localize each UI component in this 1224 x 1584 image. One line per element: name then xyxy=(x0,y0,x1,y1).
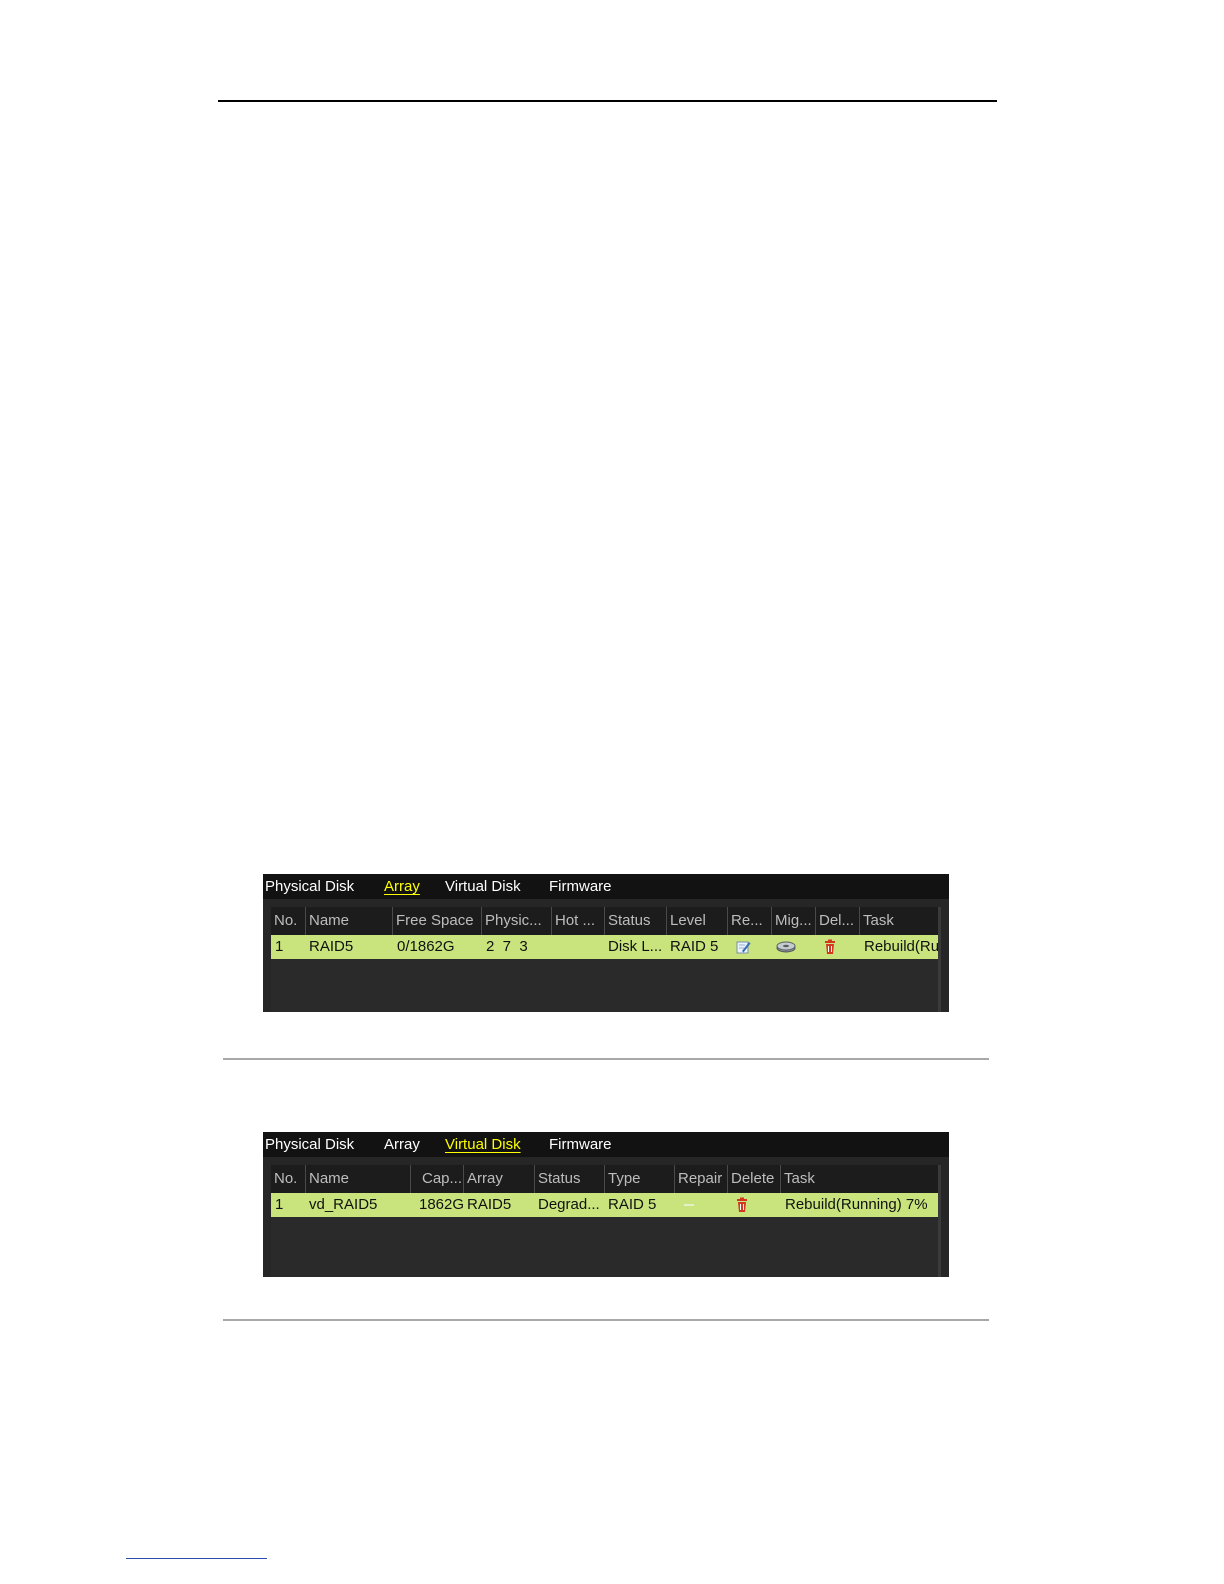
cell-name: vd_RAID5 xyxy=(309,1196,378,1213)
tab-array[interactable]: Array xyxy=(384,1136,420,1153)
cell-level: RAID 5 xyxy=(670,938,719,955)
cell-array: RAID5 xyxy=(467,1196,512,1213)
col-level[interactable]: Level xyxy=(666,907,727,935)
col-repair[interactable]: Repair xyxy=(674,1165,727,1193)
tab-firmware[interactable]: Firmware xyxy=(549,1136,612,1153)
tab-virtual-disk[interactable]: Virtual Disk xyxy=(445,1136,521,1153)
cell-capacity: 1862G xyxy=(419,1196,465,1213)
col-hot-spare[interactable]: Hot ... xyxy=(551,907,604,935)
col-task[interactable]: Task xyxy=(859,907,938,935)
cell-task: Rebuild(Ru xyxy=(864,938,938,955)
edit-icon[interactable] xyxy=(735,939,751,955)
col-name[interactable]: Name xyxy=(305,1165,410,1193)
tab-bar: Physical Disk Array Virtual Disk Firmwar… xyxy=(263,1132,949,1157)
table-header: No. Name Cap... Array Status Type Repair… xyxy=(271,1165,938,1193)
table-row[interactable]: 1 RAID5 0/1862G 2 7 3 Disk L... RAID 5 xyxy=(271,935,938,959)
array-screenshot-panel: Physical Disk Array Virtual Disk Firmwar… xyxy=(263,874,949,1012)
table-scroll-edge xyxy=(938,907,941,1012)
tab-virtual-disk[interactable]: Virtual Disk xyxy=(445,878,521,895)
tab-bar: Physical Disk Array Virtual Disk Firmwar… xyxy=(263,874,949,899)
cell-no: 1 xyxy=(275,938,284,955)
col-physical[interactable]: Physic... xyxy=(481,907,551,935)
tab-physical-disk[interactable]: Physical Disk xyxy=(265,1136,355,1153)
col-capacity[interactable]: Cap... xyxy=(410,1165,463,1193)
figure-separator xyxy=(223,1058,989,1060)
migrate-disk-icon[interactable] xyxy=(775,939,797,955)
col-delete[interactable]: Delete xyxy=(727,1165,780,1193)
cell-no: 1 xyxy=(275,1196,284,1213)
table-row[interactable]: 1 vd_RAID5 1862G RAID5 Degrad... RAID 5 … xyxy=(271,1193,938,1217)
cell-task: Rebuild(Running) 7% xyxy=(785,1196,928,1213)
col-array[interactable]: Array xyxy=(463,1165,534,1193)
col-status[interactable]: Status xyxy=(604,907,666,935)
col-task[interactable]: Task xyxy=(780,1165,938,1193)
footnote-rule xyxy=(126,1558,267,1559)
col-no[interactable]: No. xyxy=(274,1170,298,1187)
cell-physical: 2 7 3 xyxy=(486,938,528,955)
col-free-space[interactable]: Free Space xyxy=(392,907,481,935)
table-header: No. Name Free Space Physic... Hot ... St… xyxy=(271,907,938,935)
tab-physical-disk[interactable]: Physical Disk xyxy=(265,878,355,895)
col-rebuild[interactable]: Re... xyxy=(727,907,771,935)
figure-separator xyxy=(223,1319,989,1321)
cell-free-space: 0/1862G xyxy=(397,938,455,955)
tab-array[interactable]: Array xyxy=(384,878,420,895)
virtual-disk-screenshot-panel: Physical Disk Array Virtual Disk Firmwar… xyxy=(263,1132,949,1277)
page-header-rule xyxy=(218,100,997,102)
col-migrate[interactable]: Mig... xyxy=(771,907,815,935)
virtual-disk-table: No. Name Cap... Array Status Type Repair… xyxy=(271,1165,941,1277)
cell-name: RAID5 xyxy=(309,938,354,955)
col-name[interactable]: Name xyxy=(305,907,392,935)
cell-status: Degrad... xyxy=(538,1196,600,1213)
repair-icon-disabled xyxy=(684,1204,694,1206)
table-scroll-edge xyxy=(938,1165,941,1277)
col-delete[interactable]: Del... xyxy=(815,907,859,935)
array-table: No. Name Free Space Physic... Hot ... St… xyxy=(271,907,941,1012)
trash-icon[interactable] xyxy=(822,939,838,955)
tab-firmware[interactable]: Firmware xyxy=(549,878,612,895)
col-no[interactable]: No. xyxy=(274,912,298,929)
cell-type: RAID 5 xyxy=(608,1196,657,1213)
col-type[interactable]: Type xyxy=(604,1165,674,1193)
col-status[interactable]: Status xyxy=(534,1165,604,1193)
trash-icon[interactable] xyxy=(734,1197,750,1213)
cell-status: Disk L... xyxy=(608,938,663,955)
